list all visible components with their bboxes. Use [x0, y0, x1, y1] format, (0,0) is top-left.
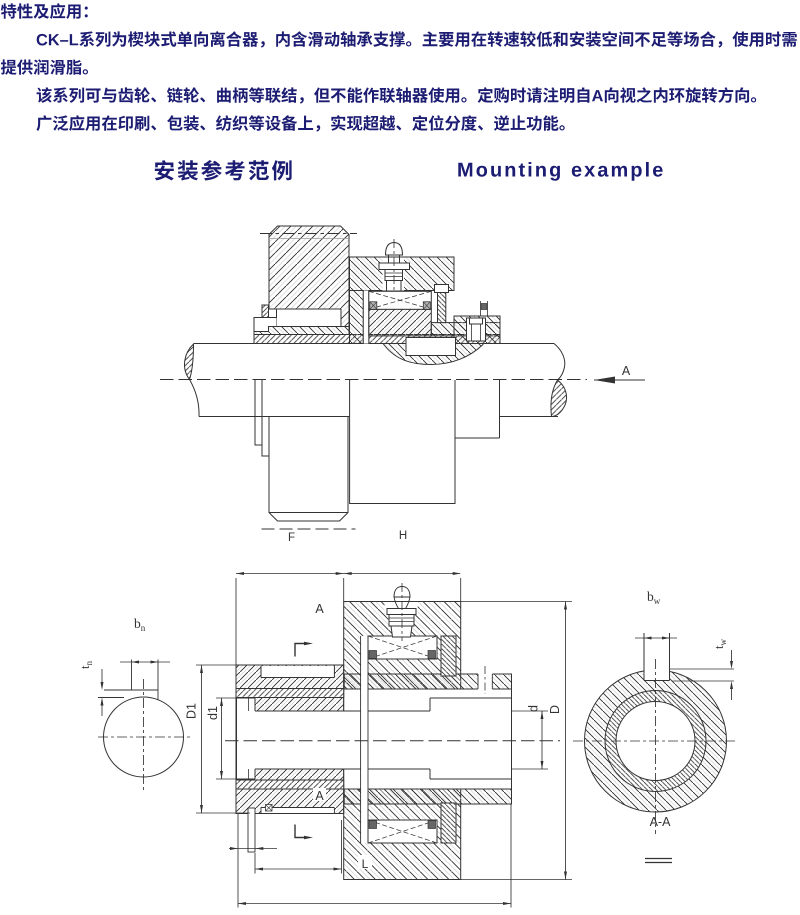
svg-text:bn: bn: [134, 616, 146, 633]
svg-text:bw: bw: [647, 589, 661, 606]
svg-text:A: A: [315, 602, 324, 616]
svg-text:L: L: [362, 857, 369, 871]
svg-text:tw: tw: [712, 639, 728, 649]
svg-text:A: A: [315, 789, 324, 803]
svg-text:H: H: [399, 530, 407, 542]
svg-text:tn: tn: [78, 661, 94, 669]
svg-text:d: d: [527, 705, 541, 712]
svg-text:D: D: [548, 705, 562, 714]
svg-text:F: F: [288, 532, 295, 544]
svg-text:A: A: [622, 364, 631, 378]
svg-text:d1: d1: [206, 706, 220, 720]
svg-text:A-A: A-A: [650, 815, 672, 829]
svg-text:D1: D1: [185, 703, 199, 719]
